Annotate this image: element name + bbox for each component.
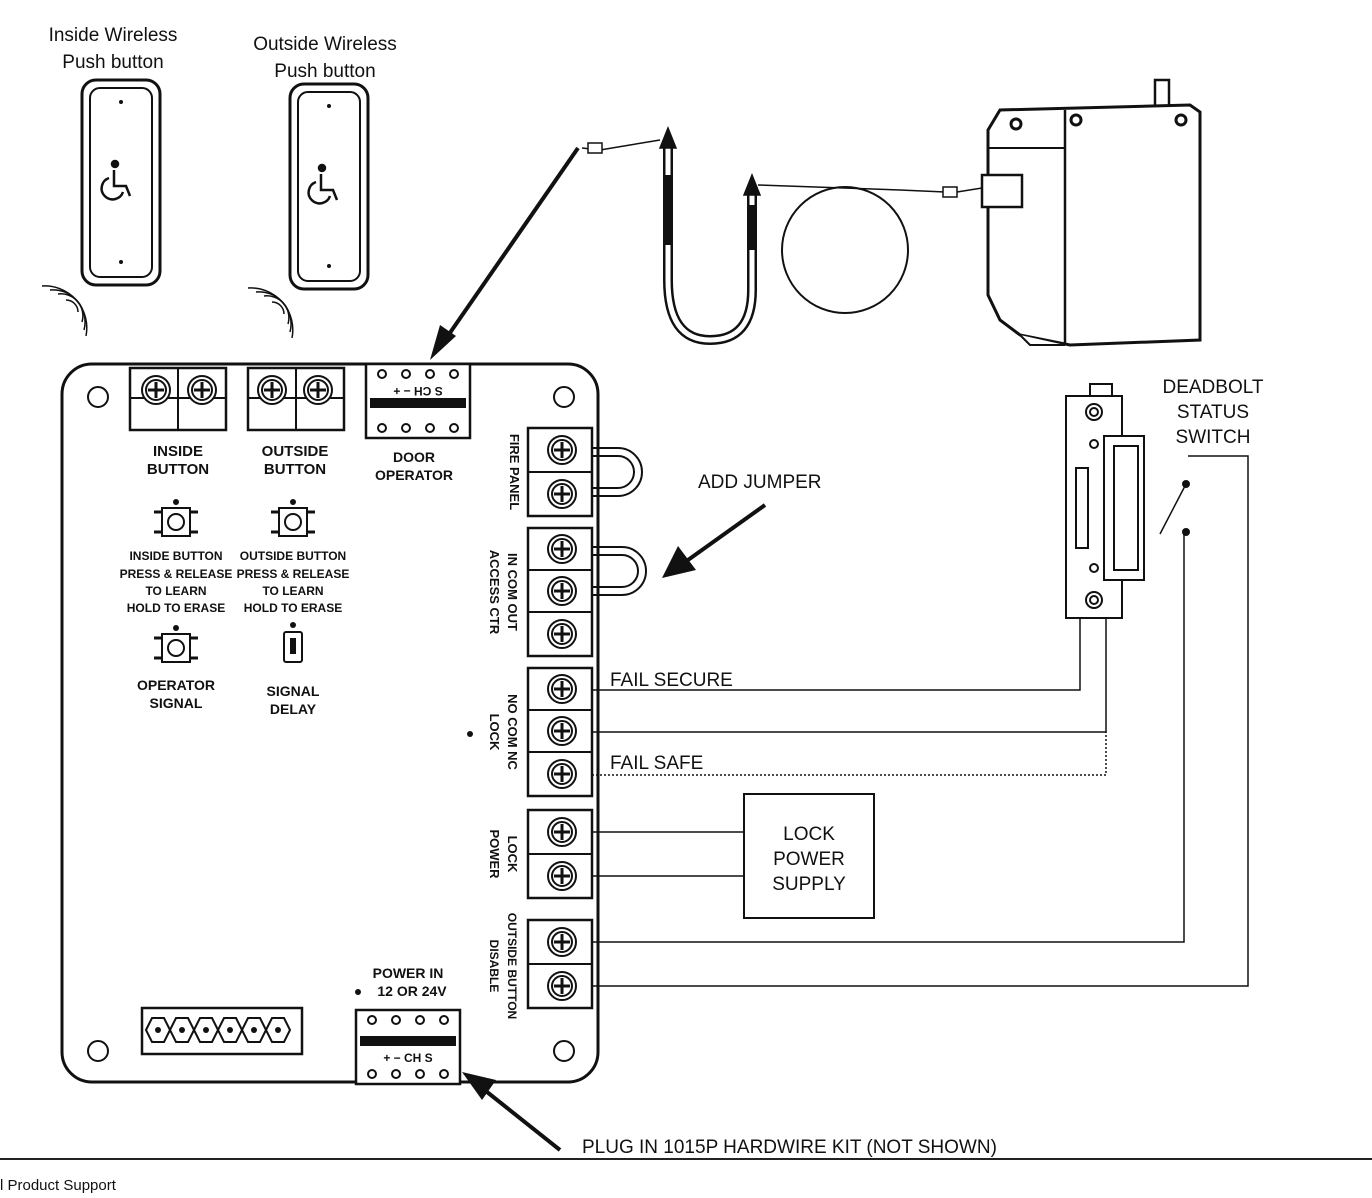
inside-button-label-line1: INSIDE	[153, 443, 203, 460]
deadbolt-label-1: DEADBOLT	[1162, 377, 1263, 398]
outside-button-label-line1: OUTSIDE	[262, 443, 329, 460]
outside-learn-text-3: TO LEARN	[262, 584, 323, 598]
inside-learn-text-4: HOLD TO ERASE	[127, 601, 225, 615]
inside-wireless-title-line2: Push button	[62, 52, 163, 73]
deadbolt-label-3: SWITCH	[1176, 427, 1251, 448]
operator-signal-label-2: SIGNAL	[150, 695, 203, 711]
lock-power-label-2: POWER	[487, 829, 502, 879]
signal-delay-label-2: DELAY	[270, 701, 317, 717]
operator-cable	[581, 125, 983, 346]
lock-label: LOCK	[487, 714, 502, 751]
fire-panel-label: FIRE PANEL	[507, 434, 522, 510]
signal-delay-label-1: SIGNAL	[267, 683, 320, 699]
inside-button-label-line2: BUTTON	[147, 461, 209, 478]
outside-wireless-title-line1: Outside Wireless	[253, 34, 397, 55]
lock-power-terminal	[526, 808, 594, 900]
signal-delay-potentiometer	[283, 622, 303, 663]
power-in-label-1: POWER IN	[373, 965, 444, 981]
door-operator-label-line1: DOOR	[393, 449, 435, 465]
inside-learn-text-1: INSIDE BUTTON	[129, 549, 222, 563]
fire-panel-terminal	[526, 426, 594, 518]
power-in-label-2: 12 OR 24V	[377, 983, 447, 999]
wheelchair-icon	[307, 163, 339, 205]
outside-disable-terminal	[526, 918, 594, 1010]
outside-learn-text-1: OUTSIDE BUTTON	[240, 549, 346, 563]
outside-wireless-title-line2: Push button	[274, 61, 375, 82]
fail-secure-label: FAIL SECURE	[610, 670, 733, 691]
lock-terminal	[526, 666, 594, 798]
electric-strike	[1065, 383, 1145, 619]
inside-learn-text-2: PRESS & RELEASE	[120, 567, 233, 581]
plug-in-label: PLUG IN 1015P HARDWIRE KIT (NOT SHOWN)	[582, 1137, 997, 1158]
access-ctr-label: ACCESS CTR	[487, 550, 502, 635]
fail-safe-label: FAIL SAFE	[610, 753, 703, 774]
door-operator-unit	[980, 78, 1202, 347]
wiring	[592, 455, 1249, 987]
lock-power-supply	[743, 793, 875, 919]
wireless-signal-icon	[247, 287, 294, 339]
lock-power-supply-text-2: POWER	[773, 849, 845, 870]
lock-power-supply-text-3: SUPPLY	[772, 874, 846, 895]
outside-button-terminal	[246, 366, 346, 432]
deadbolt-label-2: STATUS	[1177, 402, 1249, 423]
inside-learn-text-3: TO LEARN	[145, 584, 206, 598]
inside-wireless-title-line1: Inside Wireless	[49, 25, 178, 46]
access-control-terminal	[526, 526, 594, 658]
access-ctr-jumper	[592, 546, 647, 596]
outside-disable-label-2: DISABLE	[487, 940, 501, 993]
footer-rule	[0, 1158, 1372, 1160]
inside-button-terminal	[128, 366, 228, 432]
wheelchair-icon	[100, 159, 132, 201]
arrow-to-door-operator	[430, 146, 580, 360]
inside-wireless-pushbutton	[41, 78, 162, 337]
outside-disable-label-1: OUTSIDE BUTTON	[505, 913, 519, 1019]
lock-pin-labels: NO COM NC	[505, 694, 520, 770]
outside-wireless-pushbutton	[247, 82, 370, 339]
lock-power-supply-text-1: LOCK	[783, 824, 835, 845]
lock-power-label-1: LOCK	[505, 836, 520, 873]
add-jumper-label: ADD JUMPER	[698, 472, 822, 493]
fire-panel-jumper	[592, 447, 643, 497]
arrow-to-jumper	[662, 503, 767, 578]
power-in-connector: + − CH S	[354, 1008, 462, 1086]
outside-learn-text-4: HOLD TO ERASE	[244, 601, 342, 615]
door-operator-connector: S CH − +	[364, 362, 472, 440]
control-board	[60, 362, 600, 1084]
power-in-pin-labels: + − CH S	[383, 1051, 432, 1065]
outside-button-label-line2: BUTTON	[264, 461, 326, 478]
outside-learn-text-2: PRESS & RELEASE	[237, 567, 350, 581]
six-pin-header	[140, 1006, 304, 1056]
door-operator-label-line2: OPERATOR	[375, 467, 453, 483]
door-operator-pin-labels: S CH − +	[393, 384, 442, 398]
access-ctr-pin-labels: IN COM OUT	[505, 553, 520, 631]
operator-signal-label-1: OPERATOR	[137, 677, 215, 693]
footer-text: l Product Support	[0, 1178, 116, 1194]
arrow-to-power-connector	[462, 1072, 562, 1152]
wireless-signal-icon	[41, 285, 88, 337]
